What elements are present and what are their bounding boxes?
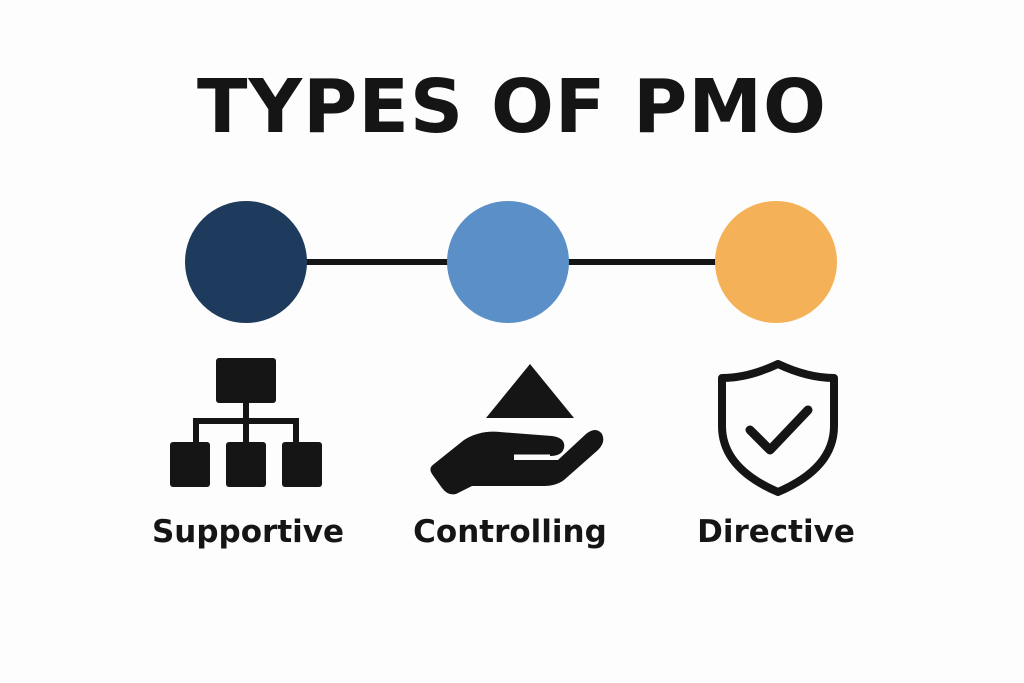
hand-triangle-icon	[430, 364, 604, 495]
supportive-label: Supportive	[151, 514, 345, 550]
shield-check-icon	[718, 360, 838, 496]
supportive-circle	[185, 201, 307, 323]
org-chart-icon	[170, 358, 322, 487]
directive-label: Directive	[697, 514, 855, 550]
controlling-circle	[447, 201, 569, 323]
controlling-label: Controlling	[413, 514, 607, 550]
page-title: TYPES OF PMO	[197, 64, 827, 150]
directive-circle	[715, 201, 837, 323]
